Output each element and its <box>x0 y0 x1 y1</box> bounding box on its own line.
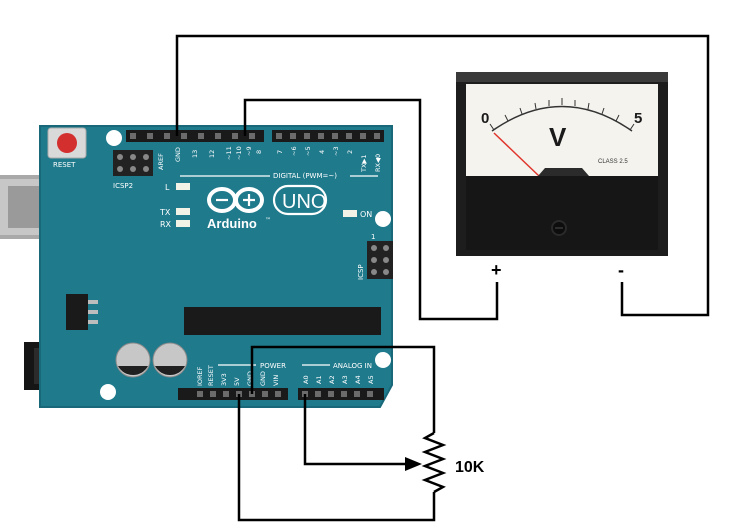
analog-label: ANALOG IN <box>333 362 372 370</box>
meter-minus-terminal-label: - <box>618 260 624 280</box>
meter-scale-ticks <box>489 98 635 131</box>
on-label: ON <box>360 210 372 219</box>
meter-scale-arc <box>491 105 633 132</box>
meter-scale-max: 5 <box>634 110 642 127</box>
brand-label: Arduino <box>207 216 257 231</box>
mounting-hole <box>106 130 122 146</box>
microcontroller-chip <box>184 307 381 335</box>
board-pcb <box>39 125 393 408</box>
led-tx <box>176 208 190 215</box>
pin-label-10: ~10 <box>235 146 243 160</box>
meter-top-bezel <box>456 72 668 82</box>
meter-lower-panel <box>466 176 658 250</box>
pin-label-a4: A4 <box>354 375 362 384</box>
icsp2-label: ICSP2 <box>113 182 133 190</box>
potentiometer-value-label: 10K <box>455 459 485 476</box>
wire-gnd-to-meter-minus <box>175 34 710 317</box>
pin-label-a1: A1 <box>315 375 323 384</box>
pin-label-gnd: GND <box>174 147 182 162</box>
pin-label-8: 8 <box>255 150 263 154</box>
pin-label-a2: A2 <box>328 375 336 384</box>
capacitor <box>152 342 188 378</box>
icsp-header <box>367 241 393 279</box>
pin-label-a0: A0 <box>302 375 310 384</box>
analog-voltmeter: 0 5 V CLASS 2.5 <box>456 72 668 256</box>
led-tx-label: TX <box>159 208 171 217</box>
power-label: POWER <box>260 362 286 370</box>
led-rx <box>176 220 190 227</box>
pin-label-ioref: IOREF <box>196 366 204 386</box>
pin-label-7: 7 <box>276 150 284 154</box>
pin-label-gnd-2: GND <box>259 371 267 386</box>
wire-5v-to-pot-bottom <box>237 394 436 522</box>
mounting-hole <box>375 352 391 368</box>
pin-label-11: ~11 <box>225 146 233 160</box>
led-l-label: L <box>165 183 170 192</box>
led-l <box>176 183 190 190</box>
pin-label-aref: AREF <box>157 153 165 170</box>
digital-header-left <box>126 130 264 142</box>
icsp-label: ICSP <box>357 264 365 280</box>
power-header <box>178 388 288 400</box>
pin-label-a3: A3 <box>341 375 349 384</box>
minus-plus-icon <box>216 194 255 206</box>
wire-a0-to-pot-wiper <box>303 394 405 466</box>
pin-label-tx1: TX▶1 <box>360 154 368 173</box>
led-on <box>343 210 357 217</box>
mounting-hole <box>375 211 391 227</box>
arduino-uno-board: RESET ICSP2 <box>0 125 393 408</box>
mounting-hole <box>100 384 116 400</box>
pin-label-5: ~5 <box>304 146 312 156</box>
capacitor <box>115 342 151 378</box>
wire-pin9-to-meter-plus <box>243 98 499 321</box>
pin-label-reset: RESET <box>207 365 215 386</box>
pin-label-3v3: 3V3 <box>220 373 228 386</box>
pin-label-5v: 5V <box>233 377 241 386</box>
pin-label-6: ~6 <box>290 146 298 156</box>
pin-label-3: ~3 <box>332 146 340 156</box>
meter-needle <box>493 132 540 177</box>
meter-scale-min: 0 <box>481 110 489 127</box>
digital-label: DIGITAL (PWM=~) <box>273 172 337 180</box>
pin-label-rx0: RX◀0 <box>374 154 382 172</box>
pin-label-a5: A5 <box>367 375 375 384</box>
trademark-label: ™ <box>265 217 271 224</box>
potentiometer-resistor <box>421 431 447 494</box>
meter-needle-pivot-cover <box>538 168 589 176</box>
icsp-pin1-label: 1 <box>371 233 375 241</box>
uno-badge <box>272 184 328 216</box>
reset-label: RESET <box>53 161 76 169</box>
meter-unit-label: V <box>549 122 567 152</box>
pin-label-9: ~9 <box>245 146 253 156</box>
pin-label-4: 4 <box>318 150 326 154</box>
meter-class-label: CLASS 2.5 <box>598 159 628 165</box>
pin-label-2: 2 <box>346 150 354 154</box>
digital-header-right <box>272 130 384 142</box>
pin-label-gnd-1: GND <box>246 371 254 386</box>
pin-label-vin: VIN <box>272 375 280 386</box>
arduino-infinity-logo <box>207 187 264 213</box>
icsp2-header <box>113 150 153 176</box>
voltage-regulator <box>66 294 98 330</box>
led-rx-label: RX <box>160 220 172 229</box>
analog-header <box>298 388 384 400</box>
pin-label-12: 12 <box>208 150 216 158</box>
pin-label-13: 13 <box>191 150 199 158</box>
reset-button[interactable] <box>47 127 87 159</box>
meter-plus-terminal-label: + <box>491 260 502 280</box>
wire-gnd-to-pot-top <box>250 345 436 433</box>
potentiometer-wiper-arrow <box>405 457 422 471</box>
model-label: UNO <box>282 191 326 213</box>
